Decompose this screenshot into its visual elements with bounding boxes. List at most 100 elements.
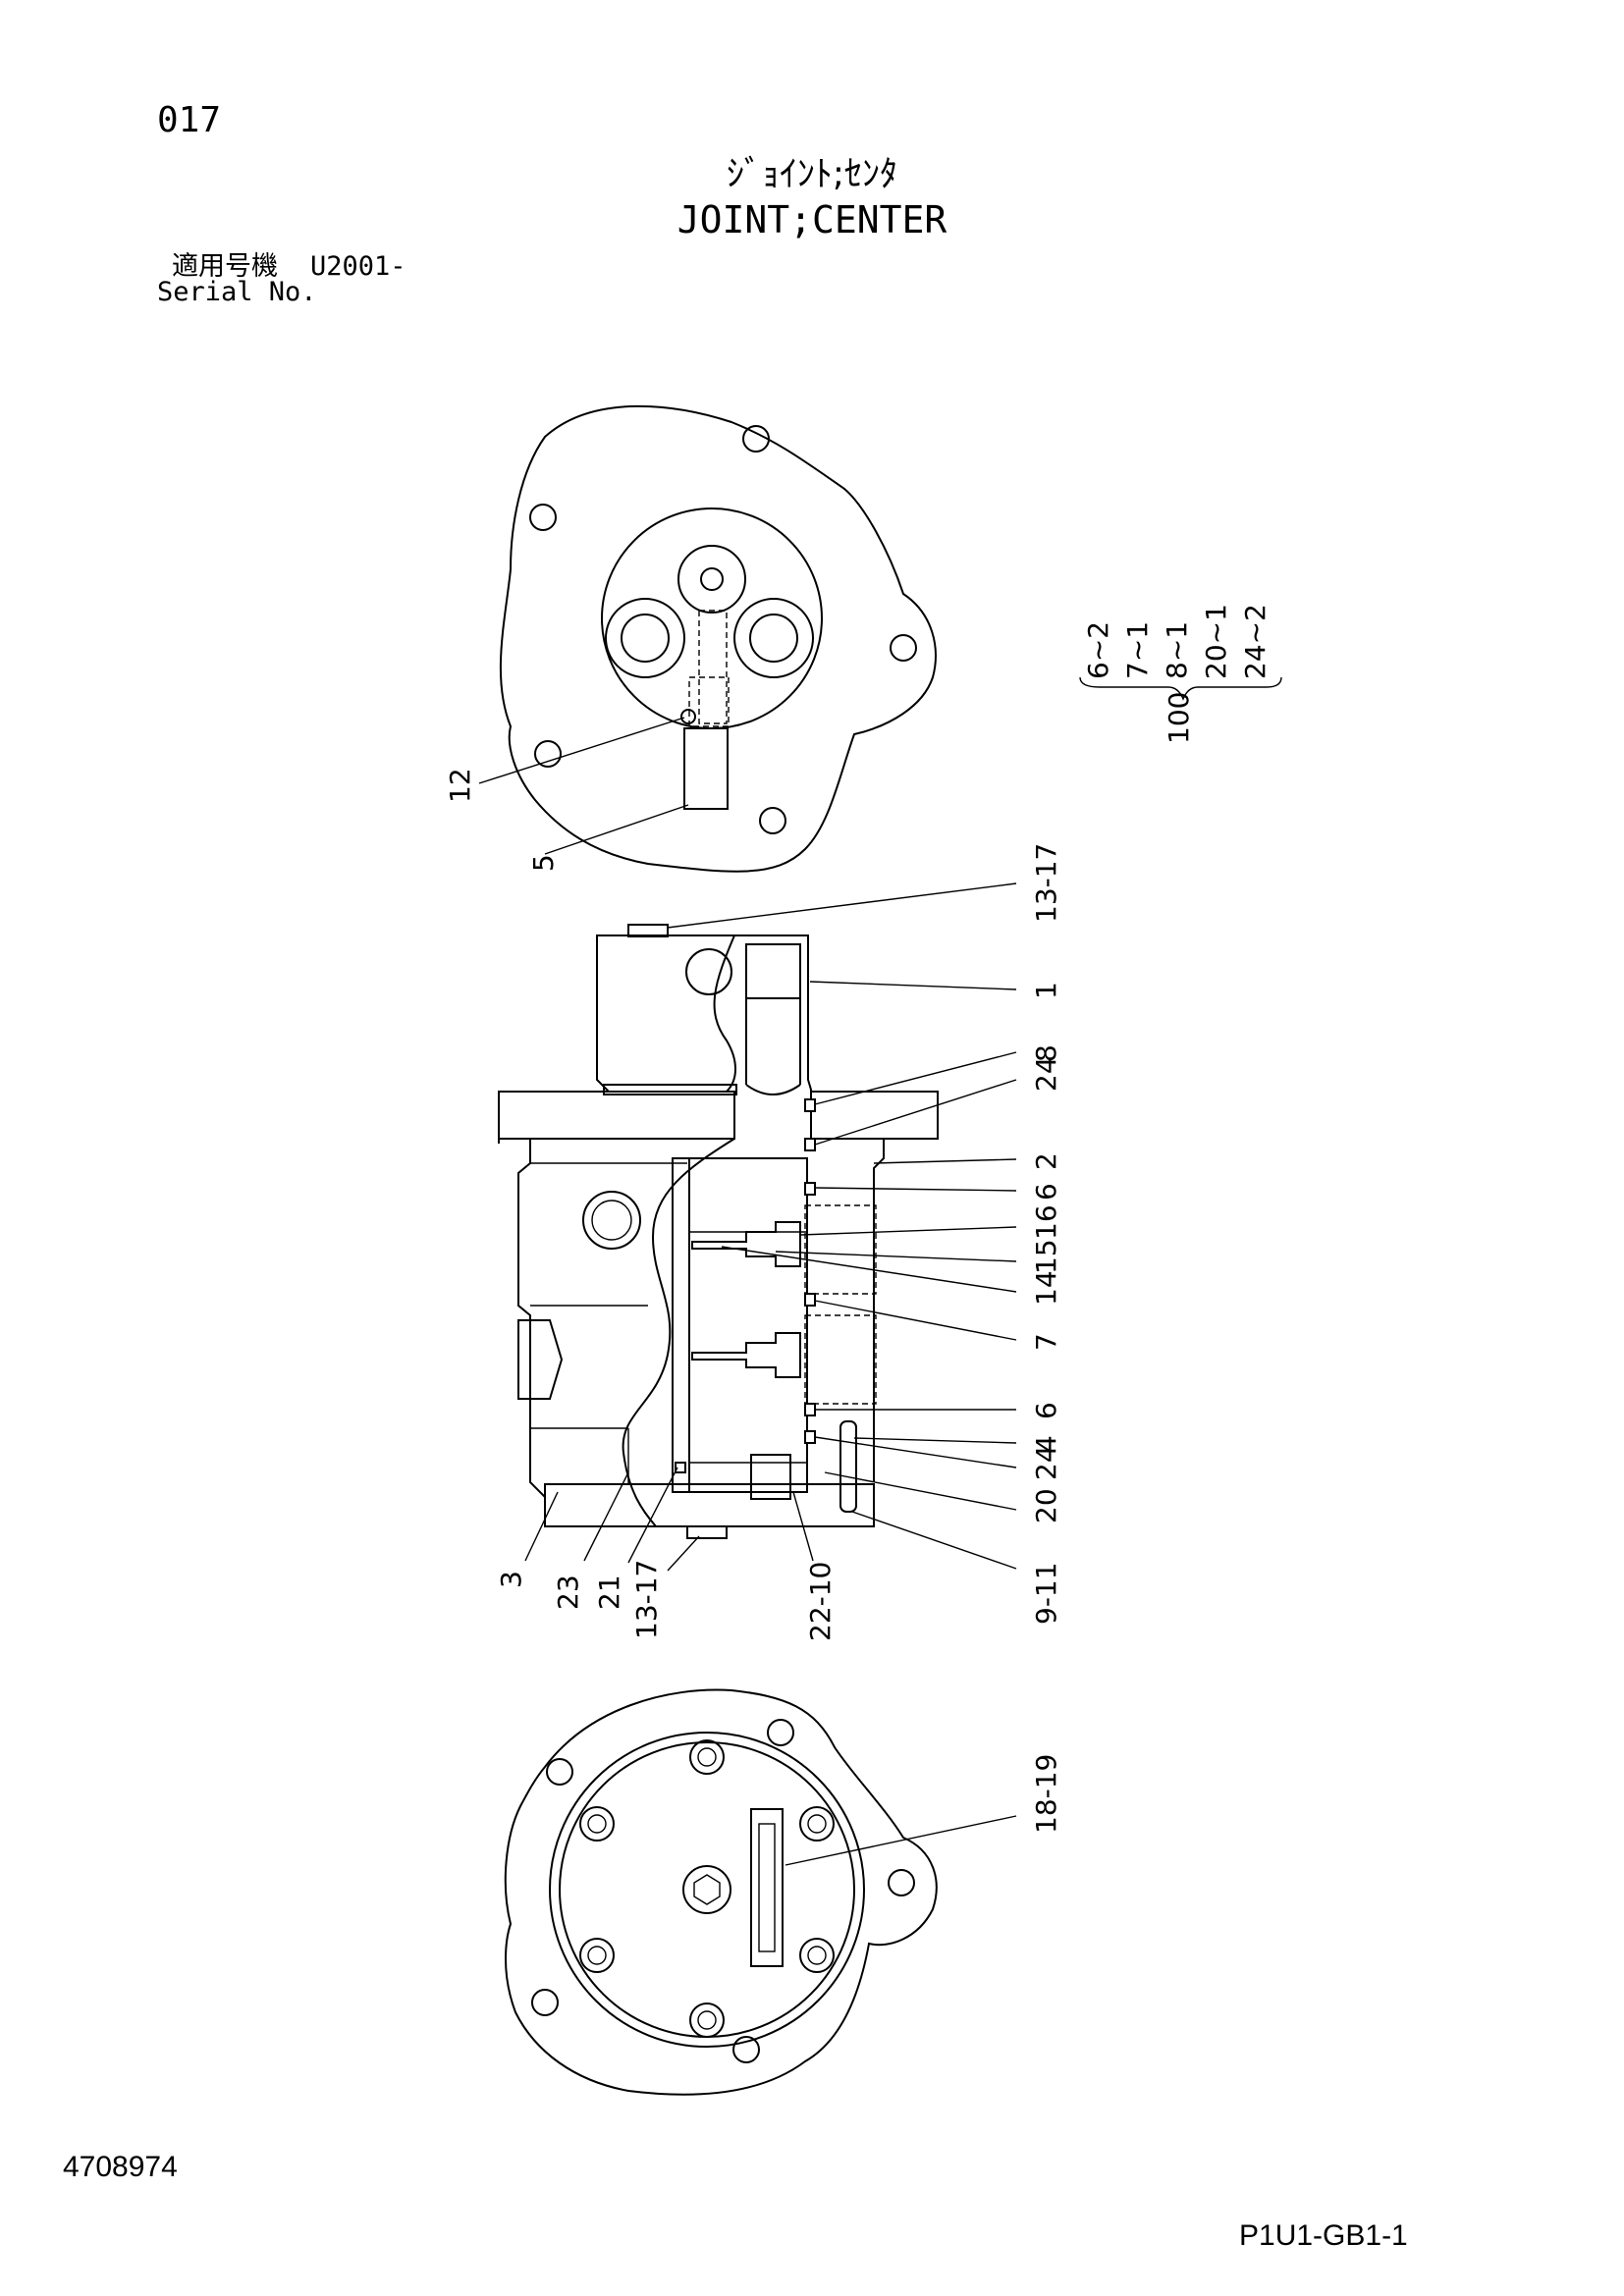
serial-label-english: Serial No. xyxy=(157,277,317,307)
callout-1: 1 xyxy=(1030,982,1062,999)
seal-24 xyxy=(804,1430,816,1444)
cover-bolt xyxy=(689,1739,725,1775)
housing-cut-curve xyxy=(622,1138,735,1527)
mid-flange xyxy=(498,1091,735,1140)
leader-8 xyxy=(814,1051,1017,1105)
callout-15: 15 xyxy=(1030,1239,1062,1274)
seal-24 xyxy=(804,1138,816,1151)
upper-port-bore xyxy=(745,943,801,999)
leader-13-17 xyxy=(667,882,1017,929)
leader-9-11 xyxy=(851,1511,1017,1570)
part-5-key xyxy=(683,727,729,810)
leader-22-10 xyxy=(792,1491,814,1562)
bolt-hole xyxy=(759,807,786,834)
callout-5: 5 xyxy=(527,854,560,872)
serial-label-japanese: 適用号機 xyxy=(172,251,278,282)
cover-bolt xyxy=(579,1806,615,1842)
cover-bolt xyxy=(579,1938,615,1973)
kit-item: 24~2 xyxy=(1239,604,1272,679)
kit-number: 100 xyxy=(1163,692,1195,744)
bottom-cover-rim xyxy=(559,1741,855,2038)
bolt-hole xyxy=(732,2036,760,2063)
bolt-hole xyxy=(888,1869,915,1896)
kit-brace xyxy=(1079,676,1282,701)
sheet-code: P1U1-GB1-1 xyxy=(1239,2219,1408,2252)
callout-14: 14 xyxy=(1030,1270,1062,1306)
bottom-plug-13-17 xyxy=(686,1525,728,1539)
bolt-hole xyxy=(767,1719,794,1746)
bolt-hole xyxy=(534,740,562,768)
hidden-passage xyxy=(688,676,730,727)
leader-15 xyxy=(775,1251,1017,1262)
leader-16 xyxy=(799,1226,1017,1236)
top-cap xyxy=(596,934,736,1093)
leader-6 xyxy=(814,1187,1017,1192)
leader-7 xyxy=(814,1300,1017,1341)
callout-2: 2 xyxy=(1030,1152,1062,1170)
part-12-plug xyxy=(680,709,696,724)
pin-9-11 xyxy=(839,1420,857,1513)
kit-item: 8~1 xyxy=(1161,621,1193,679)
seal-6 xyxy=(804,1182,816,1196)
callout-21: 21 xyxy=(593,1575,625,1610)
bottom-cover-plate xyxy=(549,1732,865,2048)
right-port-bore xyxy=(749,614,798,663)
leader-23 xyxy=(583,1471,629,1562)
kit-item: 7~1 xyxy=(1121,621,1154,679)
seal-6 xyxy=(804,1403,816,1416)
top-port xyxy=(677,545,746,614)
callout-3: 3 xyxy=(495,1571,527,1588)
callout-23: 23 xyxy=(552,1575,584,1610)
callout-12: 12 xyxy=(444,768,476,803)
left-port xyxy=(605,598,685,678)
leader-14 xyxy=(721,1246,1017,1293)
housing-port xyxy=(582,1191,641,1250)
leader-18-19 xyxy=(785,1815,1017,1866)
serial-value: U2001- xyxy=(310,251,406,282)
kit-item: 6~2 xyxy=(1082,621,1114,679)
callout-20: 20 xyxy=(1030,1488,1062,1523)
callout-4: 4 xyxy=(1030,1435,1062,1453)
callout-13-17: 13-17 xyxy=(1030,843,1062,923)
center-plug-hex xyxy=(693,1874,721,1905)
leader-24 xyxy=(814,1436,1017,1468)
leader-5 xyxy=(544,804,689,855)
page-number: 017 xyxy=(157,100,222,140)
seal-8 xyxy=(804,1098,816,1112)
bottom-view xyxy=(504,1688,938,2096)
callout-16: 16 xyxy=(1030,1204,1062,1240)
top-flange-outline xyxy=(499,404,937,873)
callout-24: 24 xyxy=(1030,1445,1062,1480)
kit-item: 20~1 xyxy=(1200,604,1232,679)
callout-13-17: 13-17 xyxy=(630,1560,663,1639)
flange-right xyxy=(811,1091,939,1482)
hidden-bore xyxy=(804,1204,877,1295)
name-plate-18-19 xyxy=(750,1808,784,1967)
callout-18-19: 18-19 xyxy=(1030,1754,1062,1834)
top-plug-13-17 xyxy=(627,924,669,937)
hidden-bore xyxy=(804,1314,877,1405)
cover-bolt xyxy=(689,2002,725,2038)
leader-4 xyxy=(853,1437,1017,1444)
leader-1 xyxy=(809,981,1017,990)
leader-12 xyxy=(478,717,685,784)
swivel-body xyxy=(601,507,823,729)
leader-24 xyxy=(814,1079,1017,1146)
bottom-bolt-22 xyxy=(750,1454,791,1500)
document-number: 4708974 xyxy=(63,2151,178,2183)
title-japanese: ｼﾞｮｲﾝﾄ;ｾﾝﾀ xyxy=(726,154,898,194)
bottom-cover xyxy=(544,1483,875,1527)
top-cap-lip xyxy=(603,1084,737,1095)
callout-6: 6 xyxy=(1030,1402,1062,1419)
side-boss xyxy=(517,1319,564,1400)
check-valve-lower xyxy=(691,1332,801,1378)
housing-port-inner xyxy=(591,1200,632,1241)
callout-24: 24 xyxy=(1030,1056,1062,1092)
section-right-upper xyxy=(734,934,884,1140)
leader-3 xyxy=(524,1491,559,1562)
top-cap-port xyxy=(685,948,732,995)
seal-7 xyxy=(804,1293,816,1307)
bolt-hole xyxy=(531,1989,559,2016)
bottom-flange-outline xyxy=(504,1688,938,2096)
callout-22-10: 22-10 xyxy=(804,1562,837,1641)
